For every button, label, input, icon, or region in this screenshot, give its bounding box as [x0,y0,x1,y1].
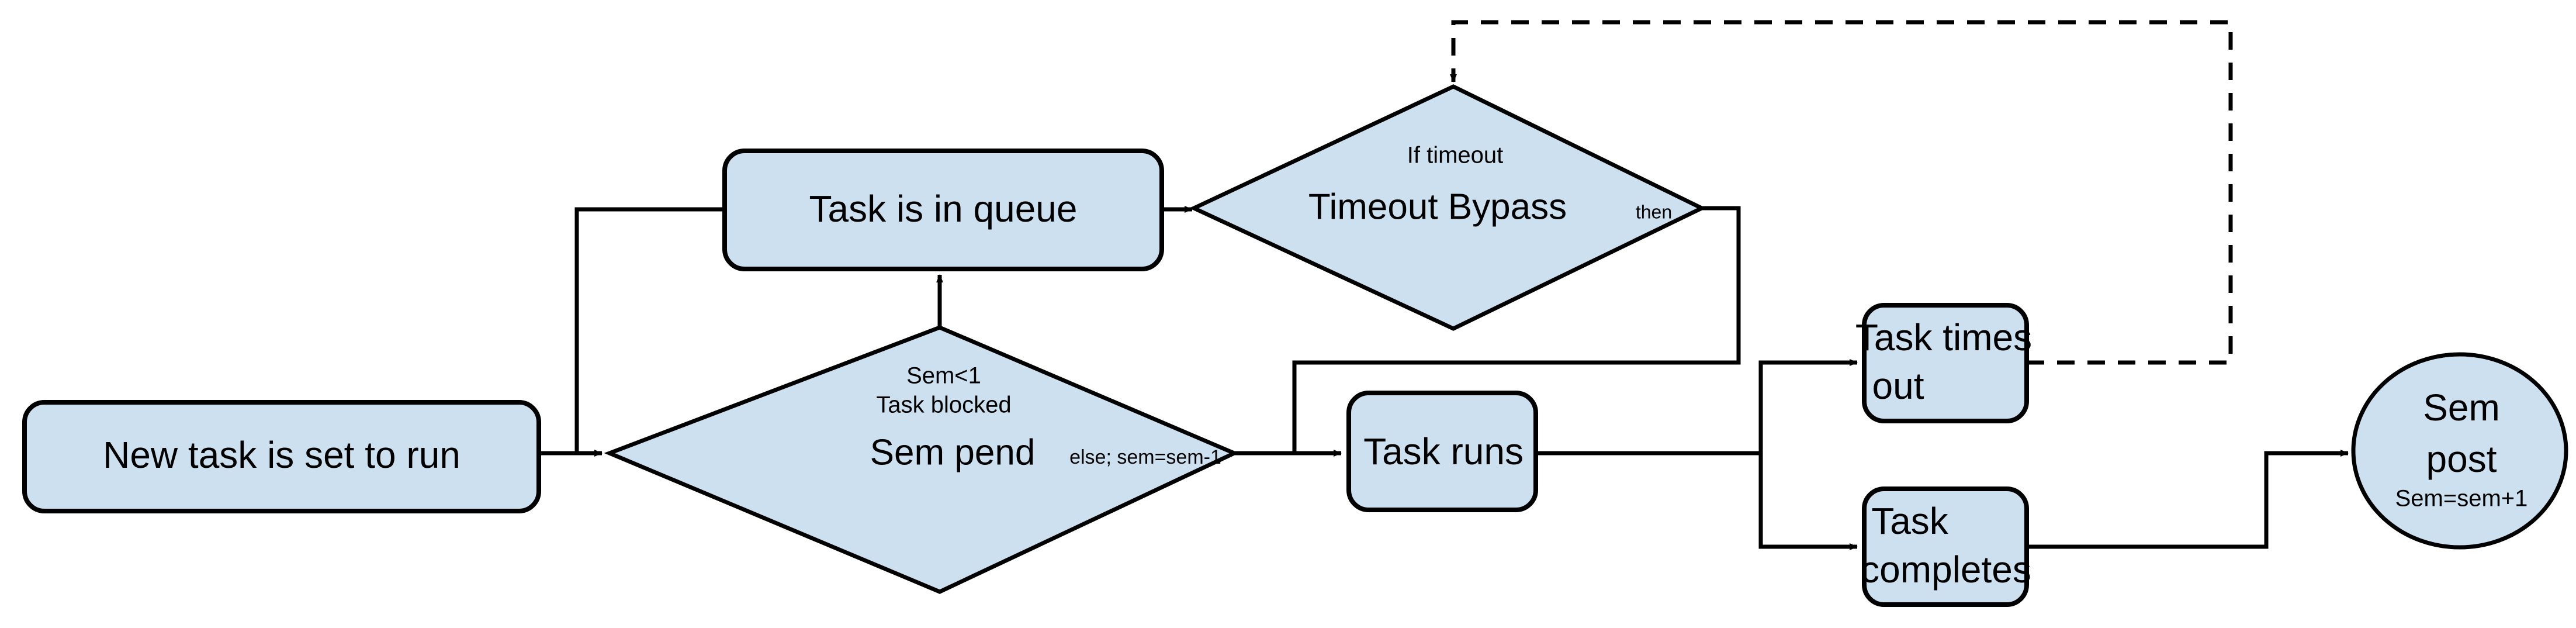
timeout-bypass-label: Timeout Bypass [1308,187,1567,227]
node-timeout-bypass[interactable]: If timeout Timeout Bypass then [1189,84,1706,331]
task-times-out-label-line1: Task times [1855,316,2032,358]
sem-post-label-line1: Sem [2423,387,2500,429]
edge-timeout-bypass-then-to-task-runs [1292,206,1741,453]
task-runs-box[interactable] [1346,391,1538,512]
task-completes-box[interactable] [1862,486,2029,607]
timeout-bypass-then-label: then [1636,201,1672,222]
timeout-bypass-diamond[interactable] [1189,84,1706,331]
task-completes-label-line2: completes [1861,548,2031,591]
task-times-out-box[interactable] [1862,303,2029,423]
timeout-bypass-condition: If timeout [1407,143,1504,168]
edge-task-runs-to-task-times-out [1536,359,1858,456]
node-task-queue[interactable]: Task is in queue [722,149,1164,271]
new-task-box[interactable] [22,400,541,513]
sem-pend-else-label: else; sem=sem-1 [1069,446,1221,468]
sem-pend-condition-line2: Task blocked [876,392,1011,418]
sem-pend-label: Sem pend [870,432,1036,472]
node-new-task[interactable]: New task is set to run [22,400,541,513]
sem-pend-diamond[interactable] [604,325,1239,594]
task-times-out-label-line2: out [1872,365,1924,407]
edge-task-runs-to-task-completes [1758,453,1858,550]
node-task-times-out[interactable]: Task times out [1855,303,2032,423]
node-sem-post[interactable]: Sem post Sem=sem+1 [2351,352,2568,550]
task-completes-label-line1: Task [1871,500,1949,542]
task-queue-label: Task is in queue [809,188,1078,230]
task-runs-label: Task runs [1363,430,1524,472]
task-queue-box[interactable] [722,149,1164,271]
node-sem-pend[interactable]: Sem<1 Task blocked Sem pend else; sem=se… [604,325,1239,594]
sem-post-label-line2: post [2426,438,2497,480]
edge-task-times-out-to-timeout-bypass [1450,20,2233,365]
sem-post-ellipse[interactable] [2351,352,2568,550]
sem-pend-condition-line1: Sem<1 [906,363,981,389]
new-task-label: New task is set to run [103,434,461,476]
edge-new-task-to-task-queue [574,207,725,453]
sem-post-sublabel: Sem=sem+1 [2395,486,2528,512]
node-task-runs[interactable]: Task runs [1346,391,1538,512]
edge-task-completes-to-sem-post [2027,450,2349,549]
node-task-completes[interactable]: Task completes [1861,486,2031,607]
